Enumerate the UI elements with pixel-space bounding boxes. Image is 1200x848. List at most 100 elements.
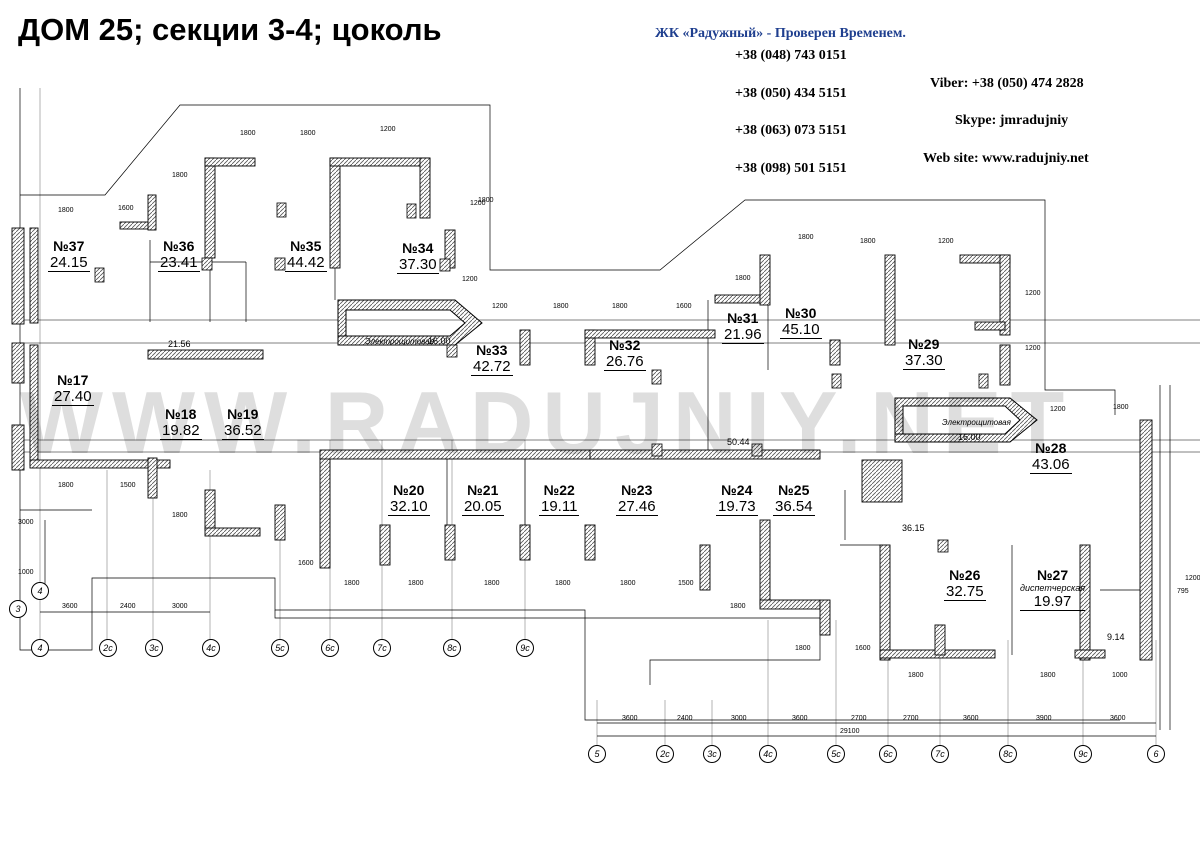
dimension-label: 1800	[908, 672, 924, 679]
dimension-label: 1800	[730, 603, 746, 610]
dimension-label: 3600	[62, 603, 78, 610]
dimension-label: 1800	[484, 580, 500, 587]
dimension-label: 1000	[18, 569, 34, 576]
dimension-label: 1200	[1185, 575, 1200, 582]
phone-number: +38 (098) 501 5151	[735, 161, 847, 176]
dimension-label: 1800	[555, 580, 571, 587]
dimension-label: 1800	[1040, 672, 1056, 679]
dimension-label: 1800	[408, 580, 424, 587]
dimension-label: 1200	[1025, 345, 1041, 352]
axis-marker: 2c	[99, 639, 117, 657]
dimension-label: 1500	[678, 580, 694, 587]
phone-number: +38 (050) 434 5151	[735, 86, 847, 101]
dimension-label: 1200	[470, 200, 486, 207]
axis-marker: 5c	[827, 745, 845, 763]
axis-marker: 4	[31, 639, 49, 657]
axis-marker: 3c	[703, 745, 721, 763]
dimension-label: 1000	[1112, 672, 1128, 679]
dimension-label: 3600	[622, 715, 638, 722]
company-slogan: ЖК «Радужный» - Проверен Временем.	[655, 26, 906, 41]
dimension-label: 1600	[298, 560, 314, 567]
dimension-label: 1800	[860, 238, 876, 245]
dimension-label: 1600	[118, 205, 134, 212]
dimension-label: 795	[1177, 588, 1189, 595]
electrical-room-label: Электрощитовая	[942, 418, 1011, 427]
dimension-label: 1800	[58, 482, 74, 489]
viber-contact: Viber: +38 (050) 474 2828	[930, 76, 1084, 91]
axis-marker: 9c	[516, 639, 534, 657]
corridor-area: 21.56	[168, 339, 191, 349]
axis-marker: 3c	[145, 639, 163, 657]
phone-number: +38 (063) 073 5151	[735, 123, 847, 138]
dimension-label: 3000	[731, 715, 747, 722]
dimension-label: 1800	[798, 234, 814, 241]
axis-marker: 7c	[931, 745, 949, 763]
watermark: WWW.RADUJNIY.NET	[20, 373, 1074, 472]
axis-marker: 4c	[202, 639, 220, 657]
axis-marker: 3	[9, 600, 27, 618]
dimension-label: 1800	[344, 580, 360, 587]
axis-marker: 7c	[373, 639, 391, 657]
axis-marker: 4c	[759, 745, 777, 763]
axis-marker: 8c	[443, 639, 461, 657]
electrical-room-label: Электрощитовая	[365, 337, 434, 346]
dimension-label: 1200	[492, 303, 508, 310]
corridor-area: 9.14	[1107, 632, 1125, 642]
dimension-label: 3000	[172, 603, 188, 610]
axis-marker: 9c	[1074, 745, 1092, 763]
dimension-label: 3000	[18, 519, 34, 526]
dimension-label: 1800	[172, 512, 188, 519]
electrical-room-area: 16.00	[428, 336, 451, 346]
dimension-label: 2700	[903, 715, 919, 722]
dimension-label: 1800	[612, 303, 628, 310]
dimension-label: 3900	[1036, 715, 1052, 722]
corridor-area: 50.44	[727, 437, 750, 447]
dimension-label: 1800	[478, 197, 494, 204]
website-contact: Web site: www.radujniy.net	[923, 151, 1089, 166]
skype-contact: Skype: jmradujniy	[955, 113, 1069, 128]
axis-marker: 6	[1147, 745, 1165, 763]
dimension-label: 2700	[851, 715, 867, 722]
dimension-label: 1800	[172, 172, 188, 179]
dimension-label: 1800	[240, 130, 256, 137]
axis-marker: 6c	[321, 639, 339, 657]
dimension-label: 3600	[1110, 715, 1126, 722]
dimension-label: 1500	[120, 482, 136, 489]
dimension-label: 1200	[1025, 290, 1041, 297]
dimension-label: 1200	[462, 276, 478, 283]
dimension-label: 1200	[380, 126, 396, 133]
dimension-label: 1600	[855, 645, 871, 652]
total-dimension: 29100	[840, 728, 860, 735]
axis-marker: 5	[588, 745, 606, 763]
dimension-label: 1800	[58, 207, 74, 214]
dimension-label: 1800	[1113, 404, 1129, 411]
dimension-label: 1800	[620, 580, 636, 587]
dimension-label: 1200	[938, 238, 954, 245]
dimension-label: 1800	[795, 645, 811, 652]
axis-marker: 8c	[999, 745, 1017, 763]
dimension-label: 1800	[553, 303, 569, 310]
dimension-label: 1800	[300, 130, 316, 137]
axis-marker: 5c	[271, 639, 289, 657]
dimension-label: 3600	[963, 715, 979, 722]
